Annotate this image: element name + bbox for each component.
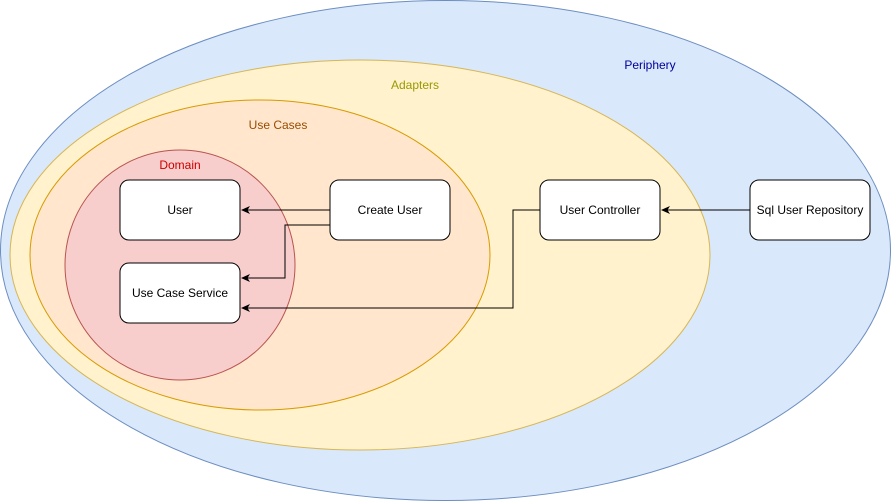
node-sql-user-repository[interactable]: Sql User Repository <box>749 179 871 241</box>
node-create-user[interactable]: Create User <box>329 179 451 241</box>
node-sql-user-repository-label: Sql User Repository <box>757 203 864 217</box>
adapters-label: Adapters <box>391 78 439 92</box>
edge-create-user-to-use-case-service <box>241 224 330 282</box>
edge-user-controller-to-use-case-service <box>241 209 540 312</box>
node-use-case-service-label: Use Case Service <box>132 286 228 300</box>
node-create-user-label: Create User <box>358 203 423 217</box>
node-use-case-service[interactable]: Use Case Service <box>119 262 241 324</box>
node-user-controller-label: User Controller <box>560 203 641 217</box>
domain-label: Domain <box>159 158 200 172</box>
node-user[interactable]: User <box>119 179 241 241</box>
node-user-controller[interactable]: User Controller <box>539 179 661 241</box>
use-cases-label: Use Cases <box>249 118 308 132</box>
periphery-label: Periphery <box>624 58 675 72</box>
node-user-label: User <box>167 203 192 217</box>
